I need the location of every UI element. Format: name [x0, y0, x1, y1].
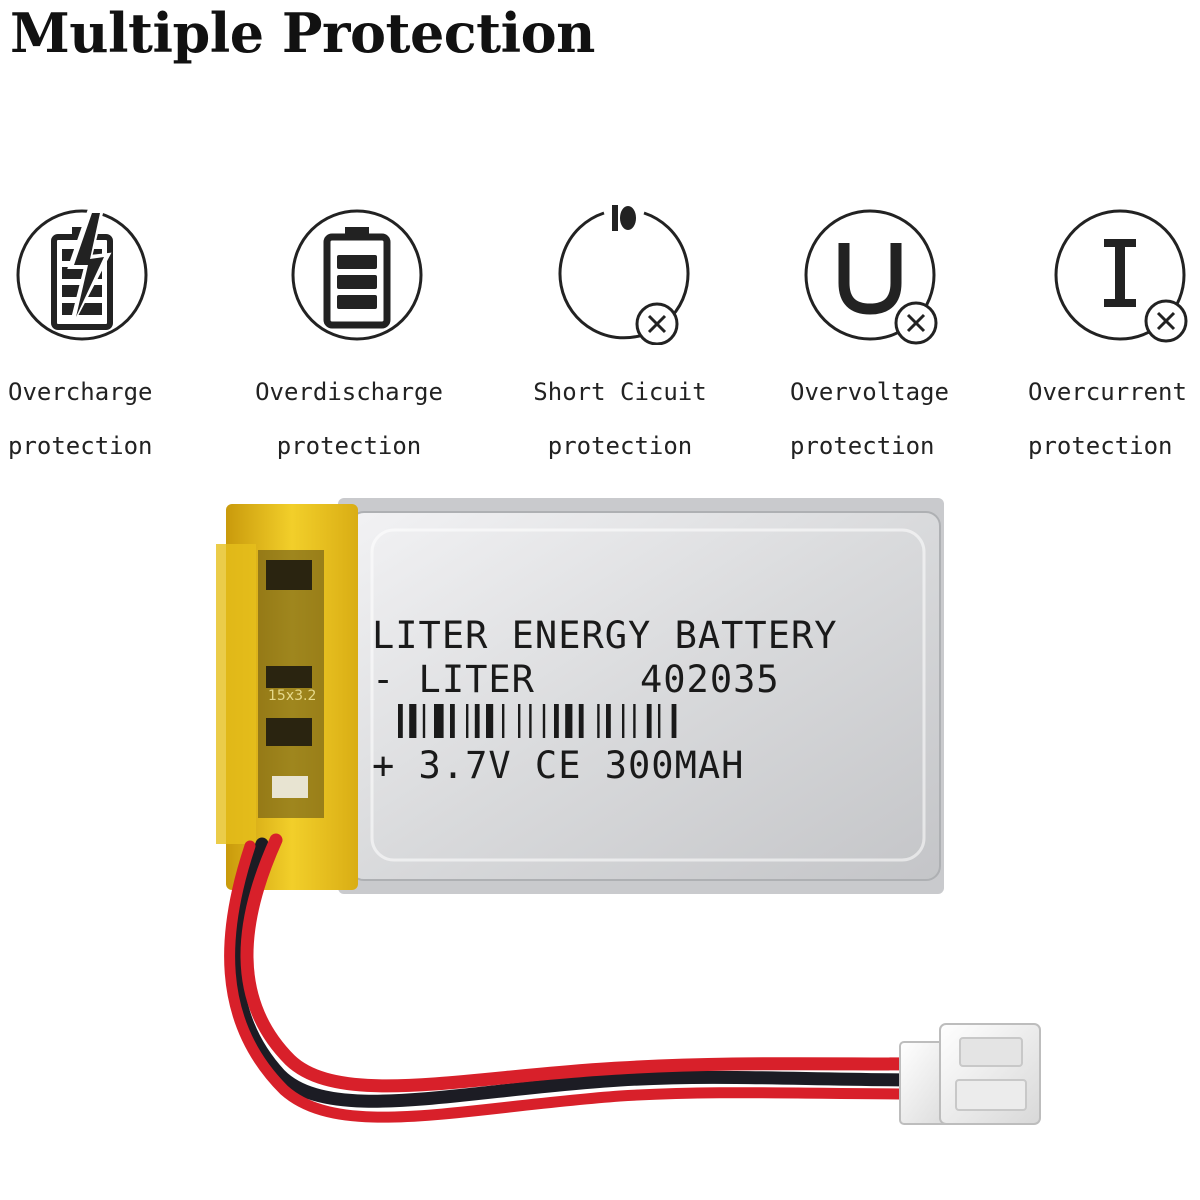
battery-spec-line: + 3.7V CE 300MAH [372, 744, 744, 787]
wires [224, 833, 937, 1123]
page-title: Multiple Protection [10, 1, 595, 65]
feature-label: Overvoltage protection [790, 378, 949, 460]
feature-label: Short Cicuit protection [533, 378, 707, 460]
jst-connector [899, 1023, 1041, 1125]
battery-body [338, 498, 944, 894]
power-circle-x-icon [558, 205, 690, 345]
feature-label: Overcharge protection [8, 378, 153, 460]
battery-image: 15x3.2 LITER ENERGY BATTERY - LITER 4020… [216, 498, 1041, 1125]
battery-lightning-icon [16, 207, 148, 341]
pcb-tape: 15x3.2 [216, 504, 358, 890]
current-i-x-icon [1054, 209, 1188, 343]
barcode [398, 704, 677, 738]
battery-model: 402035 [640, 658, 780, 701]
feature-label: Overcurrent protection [1028, 378, 1187, 460]
pcb-mark: 15x3.2 [268, 688, 316, 704]
voltage-u-x-icon [804, 209, 938, 345]
battery-model-prefix: - LITER [372, 658, 535, 701]
feature-label: Overdischarge protection [255, 378, 443, 460]
battery-levels-icon [291, 209, 423, 341]
battery-brand-line: LITER ENERGY BATTERY [372, 614, 838, 657]
